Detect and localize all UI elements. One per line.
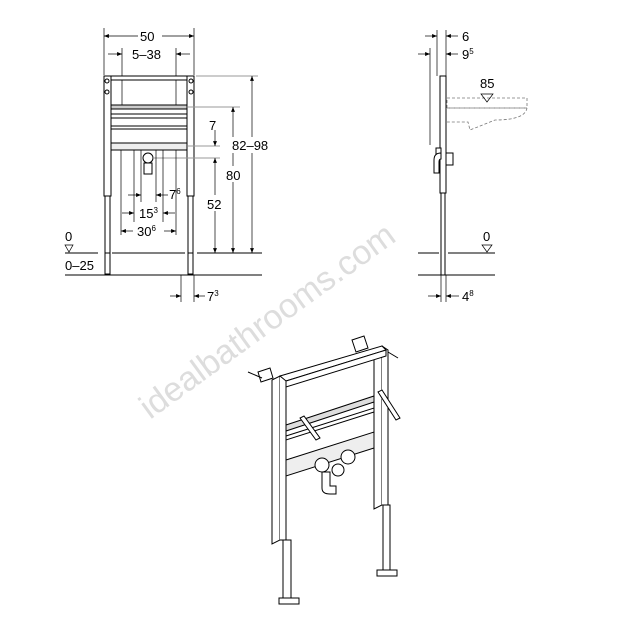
dim-foot-depth: 48	[462, 289, 474, 304]
dim-foot-offset: 73	[207, 289, 219, 304]
side-floor-level-label: 0	[483, 229, 490, 244]
dim-upper-offset: 7	[209, 118, 216, 133]
dim-spacing-mid: 153	[139, 206, 158, 221]
watermark: idealbathrooms.com	[132, 216, 402, 427]
floor-adjust-label: 0–25	[65, 258, 94, 273]
dim-spacing-large: 306	[137, 224, 156, 239]
dim-rail-range: 5–38	[132, 47, 161, 62]
side-view: 6 95 85 0 48	[418, 29, 528, 304]
dim-depth: 6	[462, 29, 469, 44]
front-view: 50 5–38 0 0–25	[64, 28, 270, 304]
dim-depth-total: 95	[462, 47, 474, 62]
isometric-frame-illustration	[247, 335, 401, 605]
dim-width: 50	[140, 29, 154, 44]
dim-rail-height: 80	[226, 168, 240, 183]
dim-outlet-height: 52	[207, 197, 221, 212]
basin-height-label: 85	[480, 76, 494, 91]
outlet-fitting	[142, 152, 154, 164]
floor-level-label: 0	[65, 229, 72, 244]
dim-total-height: 82–98	[232, 138, 268, 153]
dim-spacing-small: 76	[169, 187, 181, 202]
